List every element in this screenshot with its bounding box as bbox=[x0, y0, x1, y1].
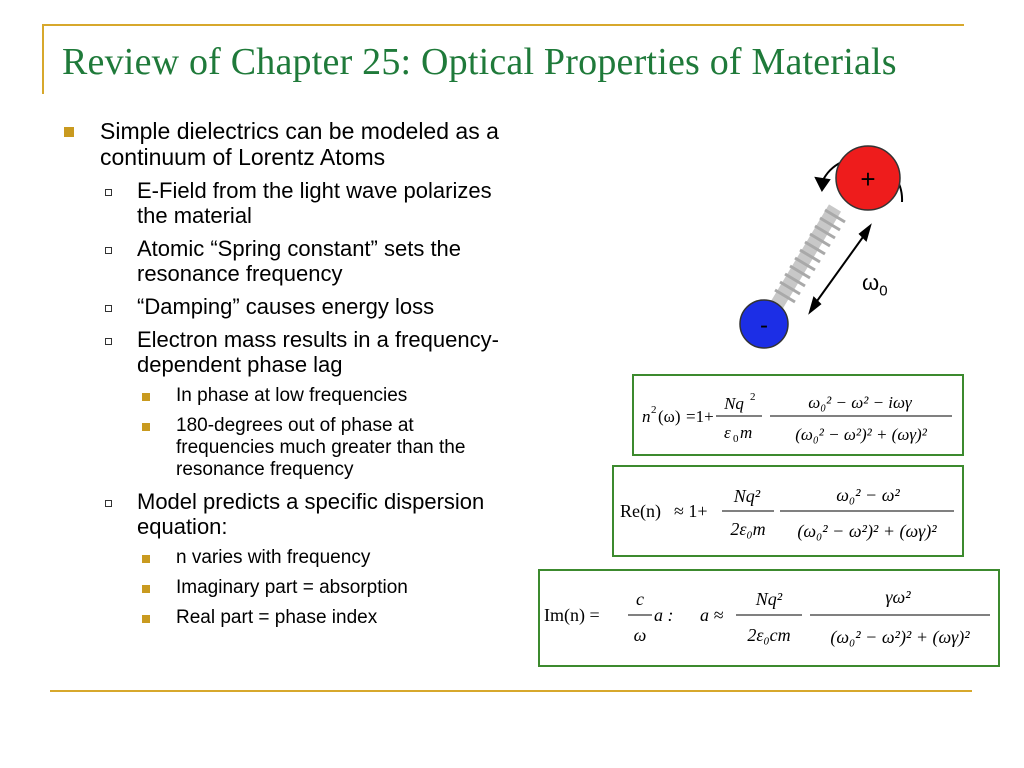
svg-text:2ε₀m: 2ε₀m bbox=[730, 519, 765, 539]
minus-label: - bbox=[760, 312, 768, 339]
hollow-square-bullet-icon bbox=[105, 247, 112, 254]
svg-text:2: 2 bbox=[651, 404, 657, 416]
bullet-list: Simple dielectrics can be modeled as a c… bbox=[62, 118, 622, 637]
svg-text:Nq²: Nq² bbox=[733, 486, 761, 506]
equation-real-index: Re(n) ≈ 1+ Nq² 2ε₀m ω₀² − ω² (ω₀² − ω²)²… bbox=[612, 465, 964, 557]
bullet-level2: Atomic “Spring constant” sets the resona… bbox=[62, 236, 622, 286]
svg-text:ω: ω bbox=[634, 625, 647, 645]
svg-text:≈ 1+: ≈ 1+ bbox=[674, 501, 708, 521]
bullet-level3: 180-degrees out of phase at frequencies … bbox=[62, 415, 622, 481]
slide-title: Review of Chapter 25: Optical Properties… bbox=[62, 41, 897, 83]
svg-text:(ω₀² − ω²)² + (ωγ)²: (ω₀² − ω²)² + (ωγ)² bbox=[795, 425, 927, 444]
svg-text:=1+: =1+ bbox=[686, 407, 714, 426]
hollow-square-bullet-icon bbox=[105, 305, 112, 312]
svg-text:c: c bbox=[636, 589, 644, 609]
small-square-bullet-icon bbox=[142, 393, 150, 401]
plus-label: + bbox=[860, 164, 875, 194]
bullet-level2: “Damping” causes energy loss bbox=[62, 294, 622, 319]
hollow-square-bullet-icon bbox=[105, 189, 112, 196]
bullet-level3: n varies with frequency bbox=[62, 547, 622, 569]
bullet-level2: E-Field from the light wave polarizes th… bbox=[62, 178, 622, 228]
left-rule bbox=[42, 24, 44, 94]
hollow-square-bullet-icon bbox=[105, 338, 112, 345]
bullet-level3: Imaginary part = absorption bbox=[62, 577, 622, 599]
small-square-bullet-icon bbox=[142, 423, 150, 431]
svg-text:(ω₀² − ω²)² + (ωγ)²: (ω₀² − ω²)² + (ωγ)² bbox=[797, 521, 937, 542]
top-rule bbox=[42, 24, 964, 26]
resonance-frequency-label: ω0 bbox=[862, 270, 888, 300]
svg-text:a ≈: a ≈ bbox=[700, 605, 724, 625]
equation-imaginary-index: Im(n) = c ω a : a ≈ Nq² 2ε₀cm γω² (ω₀² −… bbox=[538, 569, 1000, 667]
svg-text:(ω₀² − ω²)² + (ωγ)²: (ω₀² − ω²)² + (ωγ)² bbox=[830, 627, 970, 648]
square-bullet-icon bbox=[64, 127, 74, 137]
small-square-bullet-icon bbox=[142, 585, 150, 593]
hollow-square-bullet-icon bbox=[105, 500, 112, 507]
negative-charge-icon bbox=[739, 299, 789, 349]
equation-dielectric-function: n 2 (ω) =1+ Nq 2 ε 0 m ω₀² − ω² − iωγ (ω… bbox=[632, 374, 964, 456]
svg-text:Im(n) =: Im(n) = bbox=[544, 605, 600, 626]
bullet-level2: Model predicts a specific dispersion equ… bbox=[62, 489, 622, 539]
spring-icon bbox=[768, 204, 846, 312]
svg-text:2: 2 bbox=[750, 391, 756, 403]
bullet-level3: In phase at low frequencies bbox=[62, 385, 622, 407]
svg-text:0: 0 bbox=[733, 433, 739, 445]
svg-text:Re(n): Re(n) bbox=[620, 501, 661, 522]
lorentz-atom-diagram: + - bbox=[739, 145, 904, 349]
svg-text:ε: ε bbox=[724, 423, 731, 442]
svg-text:γω²: γω² bbox=[885, 587, 911, 607]
svg-text:n: n bbox=[642, 407, 651, 426]
small-square-bullet-icon bbox=[142, 555, 150, 563]
svg-text:ω₀² − ω² − iωγ: ω₀² − ω² − iωγ bbox=[808, 393, 913, 412]
bullet-level1: Simple dielectrics can be modeled as a c… bbox=[62, 118, 622, 170]
svg-text:m: m bbox=[740, 423, 752, 442]
svg-text:(ω): (ω) bbox=[658, 407, 681, 426]
svg-text:ω₀² − ω²: ω₀² − ω² bbox=[836, 485, 900, 505]
svg-text:Nq²: Nq² bbox=[755, 589, 783, 609]
positive-charge-icon bbox=[835, 145, 901, 211]
small-square-bullet-icon bbox=[142, 615, 150, 623]
distance-arrow-icon bbox=[808, 223, 872, 315]
bullet-level3: Real part = phase index bbox=[62, 607, 622, 629]
svg-text:Nq: Nq bbox=[723, 394, 744, 413]
svg-text:2ε₀cm: 2ε₀cm bbox=[747, 625, 790, 645]
svg-text:a :: a : bbox=[654, 605, 674, 625]
bottom-rule bbox=[50, 690, 972, 692]
bullet-level2: Electron mass results in a frequency- de… bbox=[62, 327, 622, 377]
